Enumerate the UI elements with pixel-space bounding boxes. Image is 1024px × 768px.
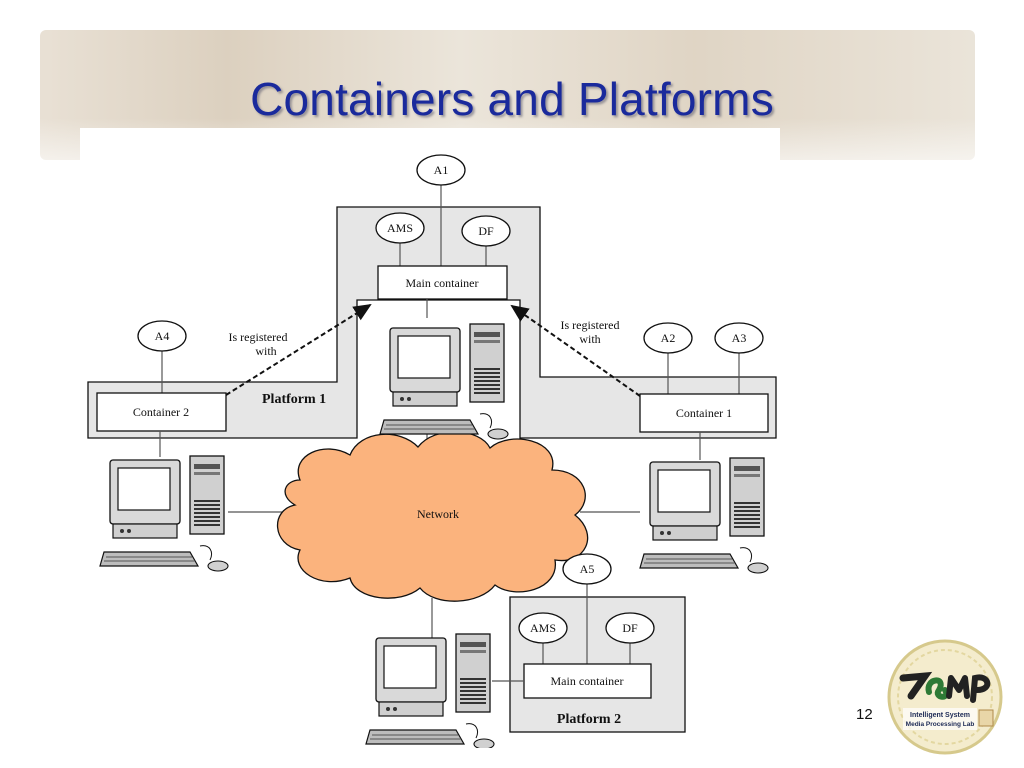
network-cloud [276,431,589,602]
network-label: Network [417,507,459,521]
register-arrow-left [225,303,372,396]
df-label-bottom: DF [622,621,638,635]
main-container-2-box [523,663,652,699]
container-1-label: Container 1 [676,406,732,420]
agent-a3-label: A3 [732,331,747,345]
agent-a4-node [137,320,187,352]
computer-icon-platform1-main [379,323,509,440]
platform-2-label: Platform 2 [557,712,621,727]
container-1-box [639,393,769,433]
ams-node-bottom [518,612,568,644]
svg-text:Intelligent System: Intelligent System [910,712,970,719]
agent-a2-node [643,322,693,354]
register-text-right-2: with [579,332,600,346]
computer-icon-platform2 [365,633,495,748]
main-container-2-label: Main container [551,674,624,688]
agent-a3-node [714,322,764,354]
computer-icon-container1 [639,457,769,574]
platform-1-area [87,206,777,439]
df-node-top [461,215,511,247]
ams-label-top: AMS [387,221,413,235]
diagram-canvas: Platform 1 A1 AMS DF Main container A4 C… [80,128,780,748]
agent-a2-label: A2 [661,331,676,345]
register-text-right-1: Is registered [561,318,620,332]
df-node-bottom [605,612,655,644]
main-container-1-box [377,265,508,300]
container-2-box [96,392,227,432]
agent-a5-label: A5 [580,562,595,576]
agent-a1-node [416,154,466,186]
slide-title: Containers and Platforms [250,73,774,125]
agent-a1-label: A1 [434,163,449,177]
ams-node-top [375,212,425,244]
df-label-top: DF [478,224,494,238]
main-container-1-label: Main container [406,276,479,290]
svg-text:Media Processing Lab: Media Processing Lab [906,721,975,728]
agent-a5-node [562,553,612,585]
platform-1-label: Platform 1 [262,392,326,407]
ismp-lab-logo: Intelligent System Media Processing Lab [885,638,1005,756]
computer-icon-container2 [99,455,229,572]
register-text-left-1: Is registered [229,330,288,344]
register-text-left-2: with [255,344,276,358]
page-number: 12 [856,706,873,723]
agent-a4-label: A4 [155,329,170,343]
container-2-label: Container 2 [133,405,189,419]
ams-label-bottom: AMS [530,621,556,635]
register-arrow-right [510,304,641,397]
